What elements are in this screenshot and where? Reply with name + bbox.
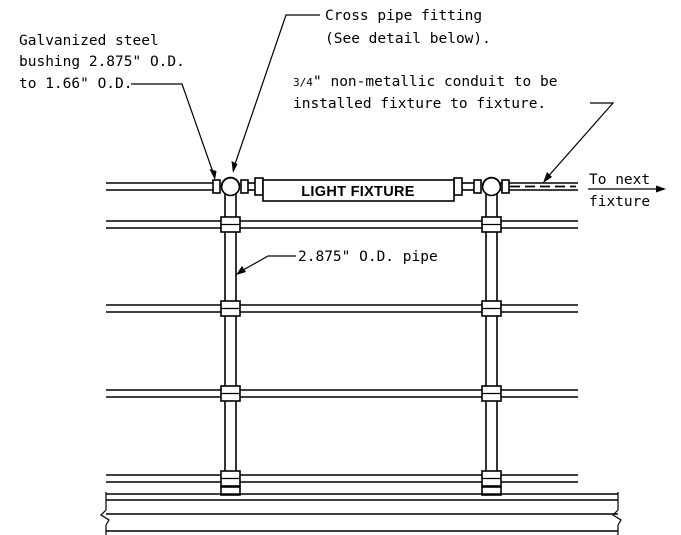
note-conduit-fraction: 3/4 [293, 76, 313, 89]
leader-lines [131, 14, 666, 275]
rail-fittings [220, 216, 502, 496]
rail-2 [106, 220, 578, 229]
note-cross-fitting: Cross pipe fitting (See detail below). [325, 8, 491, 47]
note-next-fixture: To next fixture [589, 172, 650, 210]
horizontal-rails [106, 182, 578, 483]
light-fixture: LIGHT FIXTURE [254, 177, 463, 202]
top-rail-left [106, 182, 218, 191]
note-conduit-line-2: installed fixture to fixture. [293, 96, 546, 112]
top-rail-right [500, 182, 578, 191]
right-cross-fitting [460, 176, 510, 197]
note-conduit-line-1: " non-metallic conduit to be [313, 74, 557, 90]
rail-5 [106, 474, 578, 483]
note-bushing: Galvanized steel bushing 2.875" O.D. to … [19, 33, 185, 92]
note-bushing-line-3: to 1.66" O.D. [19, 76, 133, 92]
rail-4 [106, 389, 578, 398]
note-bushing-line-2: bushing 2.875" O.D. [19, 54, 185, 70]
left-post [224, 192, 237, 494]
rail-3 [106, 304, 578, 313]
light-fixture-label: LIGHT FIXTURE [301, 184, 414, 200]
note-pipe: 2.875" O.D. pipe [298, 249, 438, 265]
note-bushing-line-1: Galvanized steel [19, 33, 159, 49]
note-next-fixture-line-2: fixture [589, 194, 650, 210]
note-next-fixture-line-1: To next [589, 172, 650, 188]
right-post [485, 192, 498, 494]
note-conduit: 3/4 " non-metallic conduit to be install… [293, 74, 557, 112]
base-curb [100, 492, 622, 535]
note-cross-fitting-line-1: Cross pipe fitting [325, 8, 482, 24]
note-pipe-label: 2.875" O.D. pipe [298, 249, 438, 265]
note-cross-fitting-line-2: (See detail below). [325, 31, 491, 47]
